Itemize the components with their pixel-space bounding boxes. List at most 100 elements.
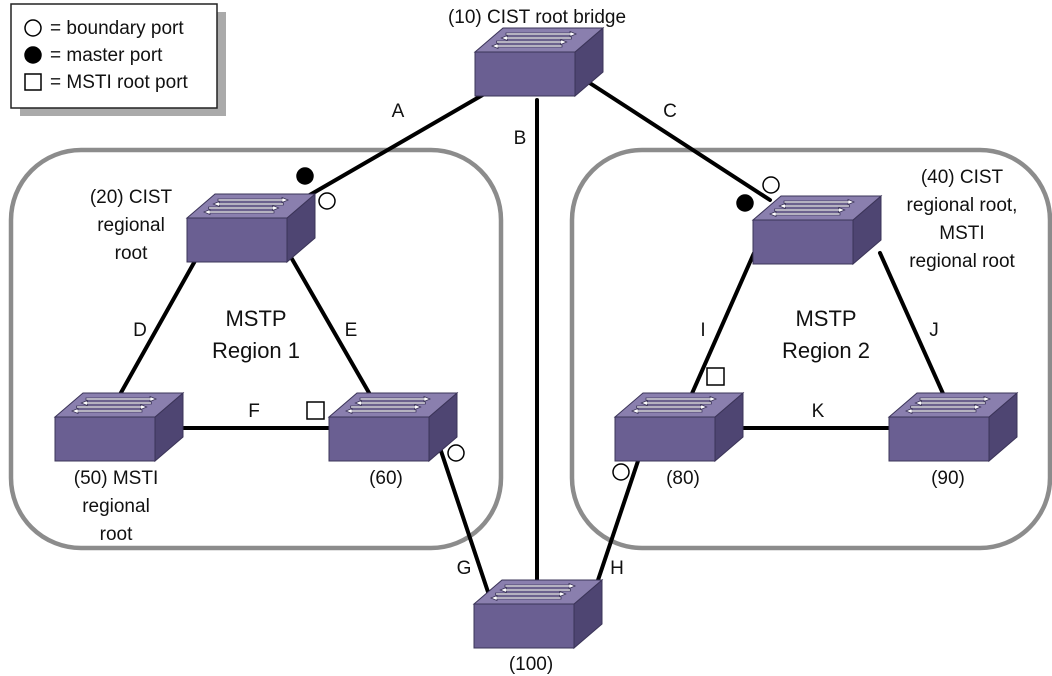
region-1-label-line1: MSTP <box>225 306 286 331</box>
legend-label-msti-root: = MSTI root port <box>50 72 189 93</box>
switch-arrows-icon <box>70 395 158 415</box>
switch-100 <box>472 578 604 650</box>
link-label-k: K <box>812 401 825 422</box>
boundary-port-icon <box>762 176 780 194</box>
switch-arrow <box>505 30 578 38</box>
link-c <box>580 76 772 202</box>
link-label-h: H <box>610 558 624 579</box>
boundary-port-icon <box>318 192 336 210</box>
msti-root-port-icon <box>24 73 42 91</box>
switch-arrow <box>70 407 143 415</box>
switch-50-label-line2: regional <box>82 496 150 517</box>
switch-90-label: (90) <box>931 468 965 489</box>
switch-40-label-line2: regional root, <box>907 195 1018 216</box>
switch-arrow <box>500 34 572 42</box>
boundary-port-icon <box>612 463 630 481</box>
switch-arrow <box>208 204 280 212</box>
switch-arrow <box>80 399 152 407</box>
switch-90 <box>887 391 1019 463</box>
link-label-i: I <box>700 320 705 341</box>
boundary-port-icon <box>447 444 465 462</box>
switch-arrow <box>496 38 568 46</box>
link-i <box>688 251 756 400</box>
link-label-g: G <box>457 558 472 579</box>
master-port-icon <box>296 167 314 185</box>
switch-60 <box>327 391 459 463</box>
switch-100-label: (100) <box>509 654 553 675</box>
switch-40 <box>751 194 883 266</box>
switch-front-face <box>54 416 156 462</box>
link-j <box>878 251 947 400</box>
link-label-d: D <box>133 320 147 341</box>
switch-arrows-icon <box>904 395 992 415</box>
boundary-port-icon <box>24 19 42 37</box>
legend-label-master: = master port <box>50 45 163 66</box>
link-label-a: A <box>392 101 405 122</box>
switch-arrow <box>910 403 982 411</box>
link-d <box>116 250 202 400</box>
switch-arrow <box>778 202 850 210</box>
switch-arrow <box>636 403 708 411</box>
switch-front-face <box>473 603 575 649</box>
msti-root-port-icon <box>706 367 725 386</box>
link-label-b: B <box>514 128 527 149</box>
switch-arrow <box>489 594 562 602</box>
switch-front-face <box>752 219 854 265</box>
link-g <box>438 446 492 600</box>
switch-arrow <box>630 407 703 415</box>
legend: = boundary port = master port = MSTI roo… <box>10 3 226 116</box>
switch-front-face <box>474 51 576 97</box>
region-2-border <box>569 147 1052 551</box>
switch-front-face <box>186 217 288 263</box>
switch-arrow <box>350 403 422 411</box>
master-port-icon <box>736 194 754 212</box>
switch-50-label-line3: root <box>100 524 133 545</box>
switch-60-label: (60) <box>369 468 403 489</box>
switch-arrow <box>640 399 712 407</box>
switch-arrow <box>359 395 432 403</box>
switch-front-face <box>328 416 430 462</box>
switch-arrow <box>768 210 841 218</box>
switch-50-label-line1: (50) MSTI <box>74 468 158 489</box>
switch-20-label-line2: regional <box>97 215 165 236</box>
switch-arrows-icon <box>768 198 856 218</box>
switch-arrow <box>76 403 148 411</box>
switch-arrow <box>344 407 417 415</box>
switch-50 <box>53 391 185 463</box>
link-e <box>286 250 374 400</box>
switch-arrow <box>499 586 571 594</box>
switch-arrow <box>495 590 567 598</box>
switch-arrow <box>919 395 992 403</box>
region-1-label-line2: Region 1 <box>212 338 300 363</box>
legend-box <box>10 3 218 109</box>
link-h <box>590 453 642 600</box>
switch-10 <box>473 26 605 98</box>
switch-10-label: (10) CIST root bridge <box>448 7 626 28</box>
switch-arrow <box>774 206 846 214</box>
link-a <box>306 76 514 198</box>
region-2-label-line1: MSTP <box>795 306 856 331</box>
switch-40-label-line3: MSTI <box>939 223 984 244</box>
msti-root-port-icon <box>306 401 325 420</box>
switch-arrow <box>504 582 577 590</box>
switch-40-label-line4: regional root <box>909 251 1015 272</box>
switch-20-label-line3: root <box>115 243 148 264</box>
link-label-j: J <box>929 320 939 341</box>
switch-40-label-line1: (40) CIST <box>921 167 1004 188</box>
region-2-label-line2: Region 2 <box>782 338 870 363</box>
switch-20-label-line1: (20) CIST <box>90 187 173 208</box>
switch-arrows-icon <box>344 395 432 415</box>
link-label-c: C <box>663 101 677 122</box>
switch-front-face <box>888 416 990 462</box>
link-label-e: E <box>345 320 358 341</box>
switch-front-face <box>614 416 716 462</box>
switch-arrows-icon <box>202 196 290 216</box>
switch-arrows-icon <box>490 30 578 50</box>
switch-20 <box>185 192 317 264</box>
link-label-f: F <box>248 401 260 422</box>
switch-arrow <box>202 208 275 216</box>
switch-arrows-icon <box>630 395 718 415</box>
switch-arrow <box>212 200 284 208</box>
switch-arrows-icon <box>489 582 577 602</box>
